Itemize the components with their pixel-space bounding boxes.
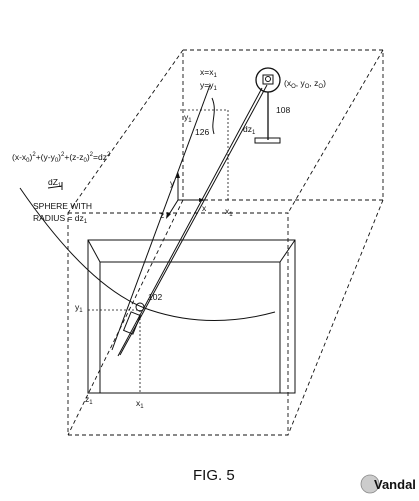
outer-box-edge-tl [67,49,184,214]
label-axis-z: z [160,210,164,220]
lower-projection [88,309,141,393]
object-body [122,311,142,335]
axes [166,172,205,219]
label-102: 102 [148,292,162,302]
rays [111,84,268,357]
label-dz1: dz1 [243,124,256,136]
label-eq-x: x=x1 [200,67,217,79]
inner-box-edge-right [279,239,296,263]
camera-base [254,137,281,144]
label-axis-x1: x1 [225,206,233,218]
dz1-dim-line [47,185,63,189]
label-eq-y: y=y1 [200,80,217,92]
leader-126 [211,97,215,135]
camera-lens [265,76,271,82]
object-102 [122,302,145,335]
ray-126 [111,84,211,351]
label-y1-upper: y1 [184,112,192,124]
outer-box-edge-tr [287,49,384,214]
z-axis-arrow [166,212,171,219]
ray-102-right [119,84,268,356]
label-108: 108 [276,105,290,115]
label-x1-lower: x1 [136,398,144,410]
label-y1-lower: y1 [75,302,83,314]
outer-box-edge-br [287,199,384,436]
sphere-arc [19,187,276,321]
label-sphere-line1: SPHERE WITH [33,201,92,211]
watermark-text: Vandal [374,477,416,492]
object-point [135,302,145,312]
outer-box-edge-bl [67,199,184,436]
watermark-badge [360,474,380,494]
dz1-dimension [47,182,63,190]
camera-108 [254,67,281,144]
label-z1-lower: z1 [85,394,93,406]
ray-102-left [117,87,263,357]
label-axis-x: x [202,203,207,213]
vandal-watermark: Vandal [360,474,416,494]
label-point-coords: (xO, yO, zO) [284,78,326,90]
camera-body [262,74,274,85]
label-126: 126 [195,127,209,137]
upper-projection [180,109,229,200]
label-dz1-left: dZ1 [48,177,62,189]
outer-box-front-face [67,212,289,436]
figure-caption: FIG. 5 [193,467,235,484]
camera-lens-outer [255,67,281,93]
z-axis [167,199,179,217]
y-axis-arrow [176,172,180,178]
outer-box [67,49,384,436]
inner-box [87,239,296,394]
label-sphere-line2: RADIUS = dz1 [33,213,88,225]
label-sphere-equation: (x-x0)2+(y-y0)2+(z-z0)2=dz2 [12,152,111,164]
outer-box-back-face [182,49,384,201]
inner-box-front [87,239,296,394]
label-axis-y: y [170,178,175,188]
inner-box-edge-left [87,239,101,263]
